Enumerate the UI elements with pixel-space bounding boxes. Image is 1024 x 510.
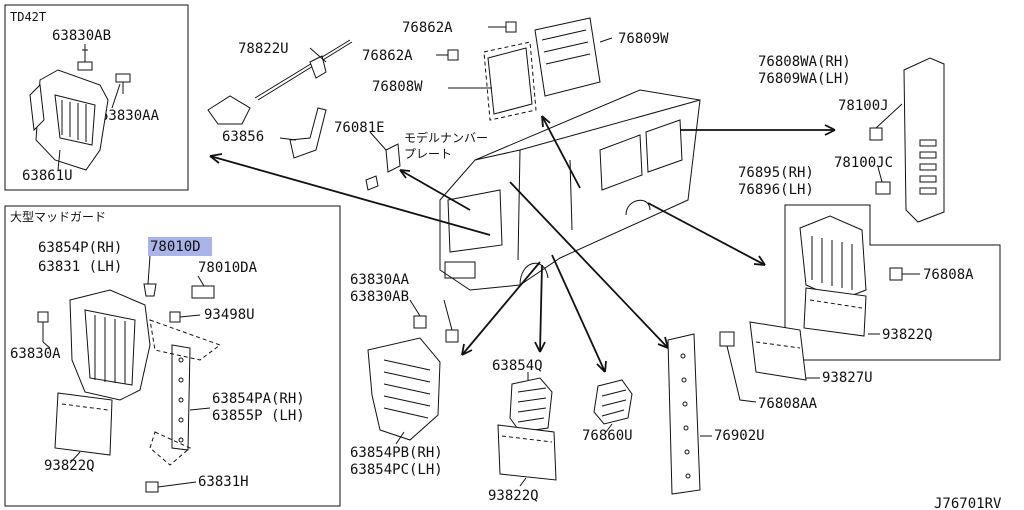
- bolt-76808AA-icon: [719, 331, 735, 347]
- guard-76860U-part: [593, 379, 633, 425]
- label-78100JC[interactable]: 78100JC: [834, 155, 893, 171]
- td42t-box-title: TD42T: [10, 10, 46, 24]
- dashed-outline-l1: [149, 319, 222, 361]
- label-63854P[interactable]: 63854P(RH): [38, 240, 122, 256]
- mud-guard-63854PB-part: [367, 337, 441, 441]
- label-76081E[interactable]: 76081E: [334, 120, 385, 136]
- mud-guard-63854Q-part: [509, 377, 553, 433]
- label-76808W[interactable]: 76808W: [372, 79, 423, 95]
- label-63861U[interactable]: 63861U: [22, 168, 73, 184]
- strip-76902U-part: [667, 333, 701, 495]
- bolt-76862A-2-icon: [447, 49, 459, 61]
- mud-guard-76895-part: [799, 215, 867, 301]
- mud-flap-93822Q-b-part: [497, 424, 557, 481]
- label-93822Q-b[interactable]: 93822Q: [488, 488, 539, 504]
- mud-flap-93822Q-l-part: [54, 392, 113, 456]
- large-mud-guard-box: [4, 205, 341, 507]
- label-76902U[interactable]: 76902U: [714, 428, 765, 444]
- label-63830AB-a[interactable]: 63830AB: [52, 28, 111, 44]
- label-63830AA-a[interactable]: 63830AA: [100, 108, 160, 124]
- label-63831[interactable]: 63831 (LH): [38, 259, 122, 275]
- panel-76808W-part: [483, 41, 537, 121]
- label-76896[interactable]: 76896(LH): [738, 182, 814, 198]
- label-76862A-2[interactable]: 76862A: [362, 48, 413, 64]
- panel-76808WA-part: [903, 57, 945, 223]
- arrows: [209, 115, 836, 373]
- label-76808A[interactable]: 76808A: [923, 267, 974, 283]
- bracket-63856-part: [289, 107, 327, 159]
- td42t-box: [4, 4, 189, 191]
- label-93822Q-r[interactable]: 93822Q: [882, 327, 933, 343]
- bolt-63830AB-b-icon: [413, 315, 427, 329]
- label-78010DA[interactable]: 78010DA: [198, 260, 258, 276]
- flap-93827U-part: [749, 321, 807, 381]
- stay-63854PA-part: [171, 344, 191, 451]
- diagram-id: J76701RV: [934, 496, 1002, 510]
- label-76809W[interactable]: 76809W: [618, 31, 669, 47]
- label-63854PC[interactable]: 63854PC(LH): [350, 462, 443, 478]
- label-63854Q[interactable]: 63854Q: [492, 358, 543, 374]
- dashed-outline-l2: [149, 431, 191, 466]
- label-63854PB[interactable]: 63854PB(RH): [350, 445, 443, 461]
- mud-guard-large-part: [69, 289, 151, 401]
- screw-93498U-icon: [169, 311, 181, 323]
- label-78100J[interactable]: 78100J: [838, 98, 889, 114]
- label-63856[interactable]: 63856: [222, 129, 264, 145]
- label-63854PA[interactable]: 63854PA(RH): [212, 391, 305, 407]
- label-93498U[interactable]: 93498U: [204, 307, 255, 323]
- highlight-78010D: [148, 237, 212, 256]
- label-76808AA[interactable]: 76808AA: [758, 396, 818, 412]
- mud-flap-93822Q-r-part: [803, 287, 867, 337]
- rod-78822U-part: [207, 39, 353, 125]
- label-63830AB-b[interactable]: 63830AB: [350, 289, 409, 305]
- bolt-63830AB-a-icon: [77, 48, 93, 71]
- label-78822U[interactable]: 78822U: [238, 41, 289, 57]
- mud-guard-td42t-part: [29, 69, 109, 171]
- label-76808WA[interactable]: 76808WA(RH): [758, 54, 851, 70]
- label-93822Q-l[interactable]: 93822Q: [44, 458, 95, 474]
- bolt-63831H-icon: [145, 481, 159, 493]
- panel-76809W-part: [534, 17, 601, 97]
- large-mud-guard-box-title: 大型マッドガード: [10, 210, 106, 224]
- bolt-76808A-icon: [889, 267, 903, 281]
- bus-body: [439, 89, 701, 291]
- label-63830AA-b[interactable]: 63830AA: [350, 272, 410, 288]
- bolt-63830A-icon: [37, 311, 49, 342]
- label-63830A[interactable]: 63830A: [10, 346, 61, 362]
- label-76895[interactable]: 76895(RH): [738, 165, 814, 181]
- label-76860U[interactable]: 76860U: [582, 428, 633, 444]
- label-93827U[interactable]: 93827U: [822, 370, 873, 386]
- bolt-63830AA-a-icon: [115, 73, 131, 94]
- label-model-plate-line2[interactable]: プレート: [404, 147, 452, 161]
- label-63855P[interactable]: 63855P (LH): [212, 408, 305, 424]
- label-63831H[interactable]: 63831H: [198, 474, 249, 490]
- clip-78010D-icon: [143, 283, 157, 297]
- bolt-76862A-1-icon: [505, 21, 517, 33]
- clip-78010DA-icon: [191, 285, 215, 299]
- clip-78100JC-icon: [875, 181, 891, 195]
- bolt-63830AA-b-icon: [445, 329, 459, 343]
- label-76809WA[interactable]: 76809WA(LH): [758, 71, 851, 87]
- clip-78100J-icon: [869, 127, 883, 141]
- label-76862A-1[interactable]: 76862A: [402, 20, 453, 36]
- plate-76081E-part: [365, 143, 401, 191]
- label-model-plate-line1[interactable]: モデルナンバー: [404, 130, 488, 145]
- label-78010D[interactable]: 78010D: [150, 239, 201, 255]
